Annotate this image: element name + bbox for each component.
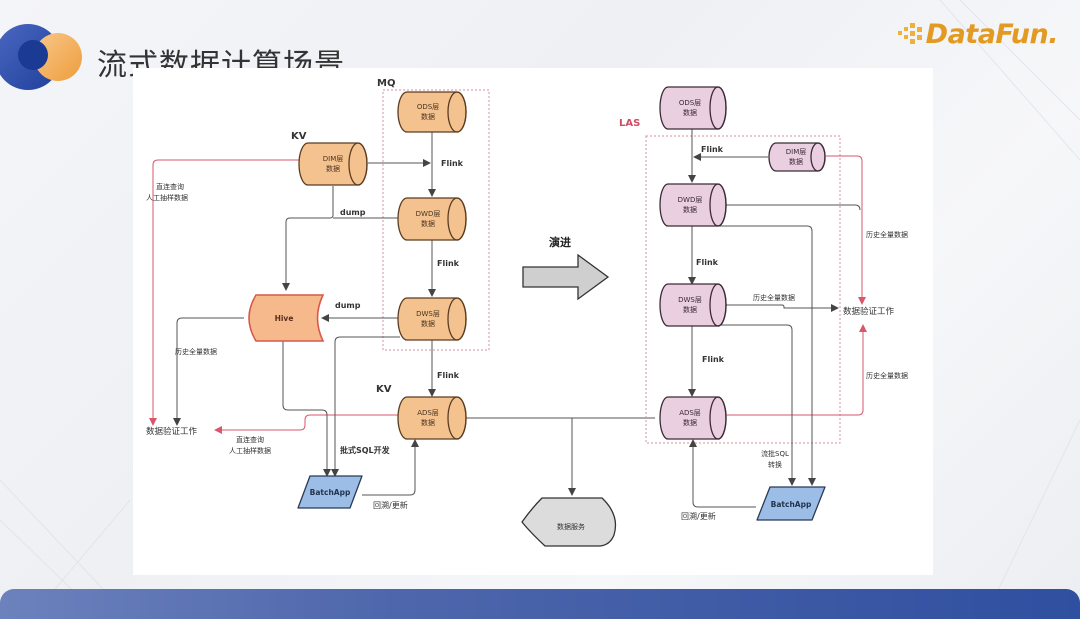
right-flink-label-3: Flink <box>702 355 725 364</box>
left-dim-node[interactable]: DIM层 数据 <box>298 142 368 186</box>
left-direct-query-top-2: 人工抽样数据 <box>146 193 188 202</box>
right-ads-label-2: 数据 <box>683 418 697 427</box>
left-dump-label-1: dump <box>340 208 366 217</box>
right-dwd-label-2: 数据 <box>683 205 697 214</box>
left-ods-label-1: ODS层 <box>417 103 439 111</box>
right-dim-label-2: 数据 <box>789 157 803 166</box>
right-flink-label-1: Flink <box>701 145 724 154</box>
left-dws-label-1: DWS层 <box>416 310 440 318</box>
brand-pixel-icon <box>897 23 922 44</box>
left-backfill-label: 回溯/更新 <box>373 500 408 510</box>
right-dwd-to-batchapp-line <box>712 225 816 486</box>
right-dws-label-2: 数据 <box>683 305 697 314</box>
evolve-arrow <box>522 253 610 301</box>
left-ads-label-2: 数据 <box>421 418 435 427</box>
right-ads-label-1: ADS层 <box>679 409 701 417</box>
left-flink-label-2: Flink <box>437 259 460 268</box>
las-label: LAS <box>619 118 640 129</box>
brand-logo: DataFun. <box>896 14 1059 54</box>
right-dwd-label-1: DWD层 <box>678 196 703 204</box>
right-history-full-label-3: 历史全量数据 <box>866 371 908 380</box>
left-batchapp-label: BatchApp <box>310 488 351 497</box>
right-ods-node[interactable]: ODS层 数据 <box>659 86 727 130</box>
left-ads-node[interactable]: ADS层 数据 <box>397 396 467 440</box>
ads-direct-query-line <box>214 414 400 434</box>
las-boundary <box>645 135 841 444</box>
right-flink-label-2: Flink <box>696 258 719 267</box>
right-batchapp-label: BatchApp <box>771 500 812 509</box>
right-validation-label: 数据验证工作 <box>843 306 895 317</box>
left-direct-query-bottom-2: 人工抽样数据 <box>229 446 271 455</box>
right-ods-label-2: 数据 <box>683 108 697 117</box>
left-dwd-label-1: DWD层 <box>416 210 441 218</box>
left-dim-label-2: 数据 <box>326 164 340 173</box>
left-dim-label-1: DIM层 <box>323 155 344 163</box>
left-dws-node[interactable]: DWS层 数据 <box>397 297 467 341</box>
left-ods-label-2: 数据 <box>421 112 435 121</box>
right-ods-label-1: ODS层 <box>679 99 701 107</box>
right-dws-history-line <box>725 304 839 312</box>
right-stream-batch-sql-2: 转换 <box>768 460 782 469</box>
hive-to-batchapp-line <box>282 340 331 477</box>
right-ads-node[interactable]: ADS层 数据 <box>659 396 727 440</box>
left-flink-label-1: Flink <box>441 159 464 168</box>
mq-boundary <box>382 89 490 351</box>
right-batchapp-backfill-line <box>689 439 756 508</box>
hive-label: Hive <box>275 314 294 323</box>
right-stream-batch-sql-1: 流批SQL <box>761 449 789 458</box>
left-flink-label-3: Flink <box>437 371 460 380</box>
right-batchapp-node[interactable]: BatchApp <box>756 486 826 521</box>
kv-top-label: KV <box>291 131 307 142</box>
right-dws-to-batchapp-line <box>712 324 796 486</box>
right-dim-node[interactable]: DIM层 数据 <box>768 142 826 172</box>
left-ods-node[interactable]: ODS层 数据 <box>397 91 467 133</box>
batchapp-backfill-line <box>362 439 419 496</box>
left-dws-label-2: 数据 <box>421 319 435 328</box>
hive-history-line <box>173 317 244 426</box>
right-dwd-node[interactable]: DWD层 数据 <box>659 183 727 227</box>
mq-label: MQ <box>377 78 395 89</box>
header-logo <box>0 24 82 90</box>
left-dwd-label-2: 数据 <box>421 219 435 228</box>
left-validation-label: 数据验证工作 <box>146 426 198 437</box>
right-backfill-label: 回溯/更新 <box>681 511 716 521</box>
right-dim-history-line <box>826 155 866 305</box>
left-history-full-label: 历史全量数据 <box>175 347 217 356</box>
dws-to-batchapp-line <box>331 336 400 477</box>
right-dwd-history-line <box>725 204 861 211</box>
left-ads-label-1: ADS层 <box>417 409 439 417</box>
data-service-node[interactable]: 数据服务 <box>521 497 617 547</box>
dim-direct-query-line <box>149 159 300 426</box>
brand-name: DataFun. <box>925 18 1059 50</box>
right-dws-label-1: DWS层 <box>678 296 702 304</box>
left-direct-query-top-1: 直连查询 <box>156 182 184 191</box>
left-batchapp-node[interactable]: BatchApp <box>297 475 363 509</box>
right-dim-label-1: DIM层 <box>786 148 807 156</box>
right-ads-history-line <box>725 324 867 416</box>
dim-dump-to-hive-line <box>282 186 334 291</box>
right-history-full-label-2: 历史全量数据 <box>753 293 795 302</box>
hive-node[interactable]: Hive <box>248 294 325 342</box>
data-service-label: 数据服务 <box>557 522 585 531</box>
right-history-full-label-1: 历史全量数据 <box>866 230 908 239</box>
kv-bottom-label: KV <box>376 384 392 395</box>
left-direct-query-bottom-1: 直连查询 <box>236 435 264 444</box>
left-batch-sql-label: 批式SQL开发 <box>340 445 391 455</box>
evolve-label: 演进 <box>549 235 571 249</box>
left-dump-label-2: dump <box>335 301 361 310</box>
footer-bar <box>0 589 1080 619</box>
right-dws-node[interactable]: DWS层 数据 <box>659 283 727 327</box>
left-dwd-node[interactable]: DWD层 数据 <box>397 197 467 241</box>
